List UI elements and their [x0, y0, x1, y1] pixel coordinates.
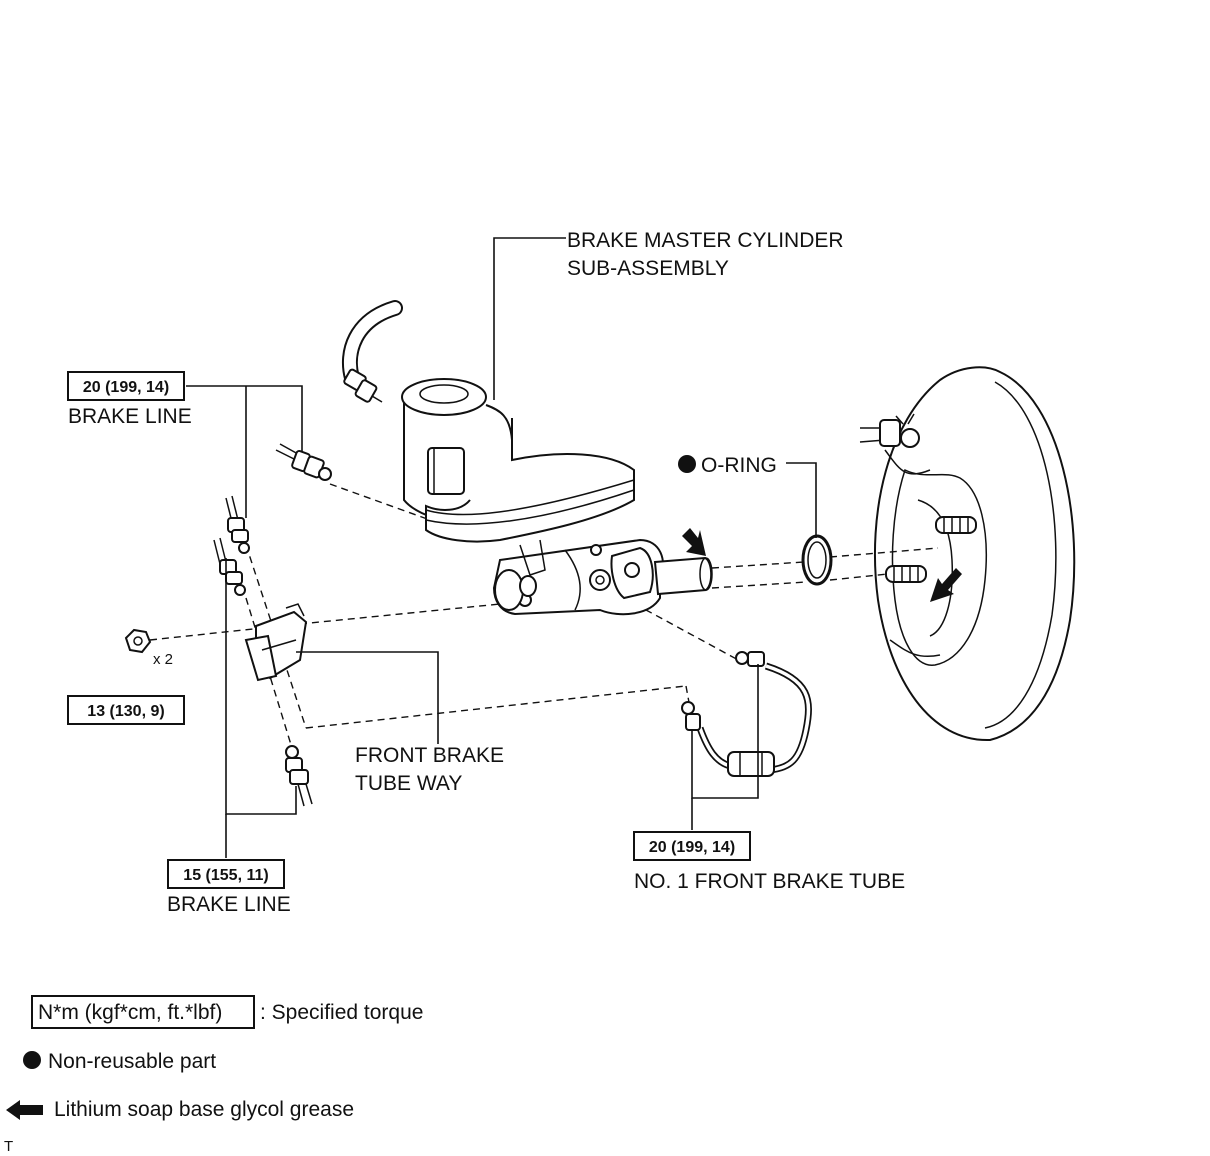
- brake-line-fitting-left-1: [225, 495, 250, 554]
- front-brake-tube-way-label-1: FRONT BRAKE: [355, 744, 504, 767]
- brake-booster: [859, 366, 1076, 742]
- brake-line-upper-label: BRAKE LINE: [68, 405, 192, 428]
- master-cylinder-label-1: BRAKE MASTER CYLINDER: [567, 229, 844, 252]
- brake-line-fitting-top: [275, 443, 332, 481]
- brake-line-fitting-lower: [285, 745, 313, 807]
- brake-line-lower-label: BRAKE LINE: [167, 893, 291, 916]
- legend: N*m (kgf*cm, ft.*lbf) : Specified torque…: [4, 995, 423, 1155]
- booster-stud-upper: [935, 516, 977, 534]
- no1-front-brake-tube-label: NO. 1 FRONT BRAKE TUBE: [634, 870, 905, 893]
- torque-brake-line-lower: 15 (155, 11): [183, 867, 268, 884]
- legend-torque-box: [31, 995, 255, 1029]
- o-ring-label: O-RING: [701, 454, 777, 477]
- o-ring: [801, 534, 833, 586]
- legend-torque-units: N*m (kgf*cm, ft.*lbf): [38, 1001, 222, 1024]
- non-reusable-dot-icon: [678, 455, 696, 473]
- grease-arrow-icon: [6, 1100, 43, 1120]
- legend-non-reusable: Non-reusable part: [48, 1050, 216, 1073]
- front-brake-tube-way: [244, 603, 308, 682]
- torque-box-brake-line-upper: [67, 371, 185, 401]
- legend-grease: Lithium soap base glycol grease: [54, 1098, 354, 1121]
- torque-box-brake-line-lower: [167, 859, 285, 889]
- grease-arrow-icon: [930, 568, 962, 602]
- torque-no1-front-brake-tube: 20 (199, 14): [649, 839, 735, 856]
- brake-line-fitting-left-2: [213, 537, 246, 596]
- torque-box-nut: [67, 695, 185, 725]
- corner-mark: T: [4, 1138, 13, 1155]
- torque-brake-line-upper: 20 (199, 14): [83, 379, 169, 396]
- nut-quantity-label: x 2: [153, 651, 173, 668]
- no1-front-brake-tube: [681, 651, 812, 777]
- torque-box-no1-front-brake-tube: [633, 831, 751, 861]
- non-reusable-dot-icon: [23, 1051, 41, 1069]
- master-cylinder-label-2: SUB-ASSEMBLY: [567, 257, 729, 280]
- booster-stud-lower: [885, 565, 927, 583]
- leader-lines: [186, 237, 817, 858]
- torque-nut: 13 (130, 9): [87, 703, 164, 720]
- mounting-nut: [124, 628, 152, 654]
- front-brake-tube-way-label-2: TUBE WAY: [355, 772, 462, 795]
- legend-torque-desc: : Specified torque: [260, 1001, 423, 1024]
- booster-vacuum-fitting: [859, 413, 920, 448]
- alignment-lines: [149, 483, 939, 749]
- grease-arrow-icon: [682, 528, 706, 556]
- reservoir-hose: [341, 300, 403, 403]
- brake-master-cylinder: [401, 378, 713, 616]
